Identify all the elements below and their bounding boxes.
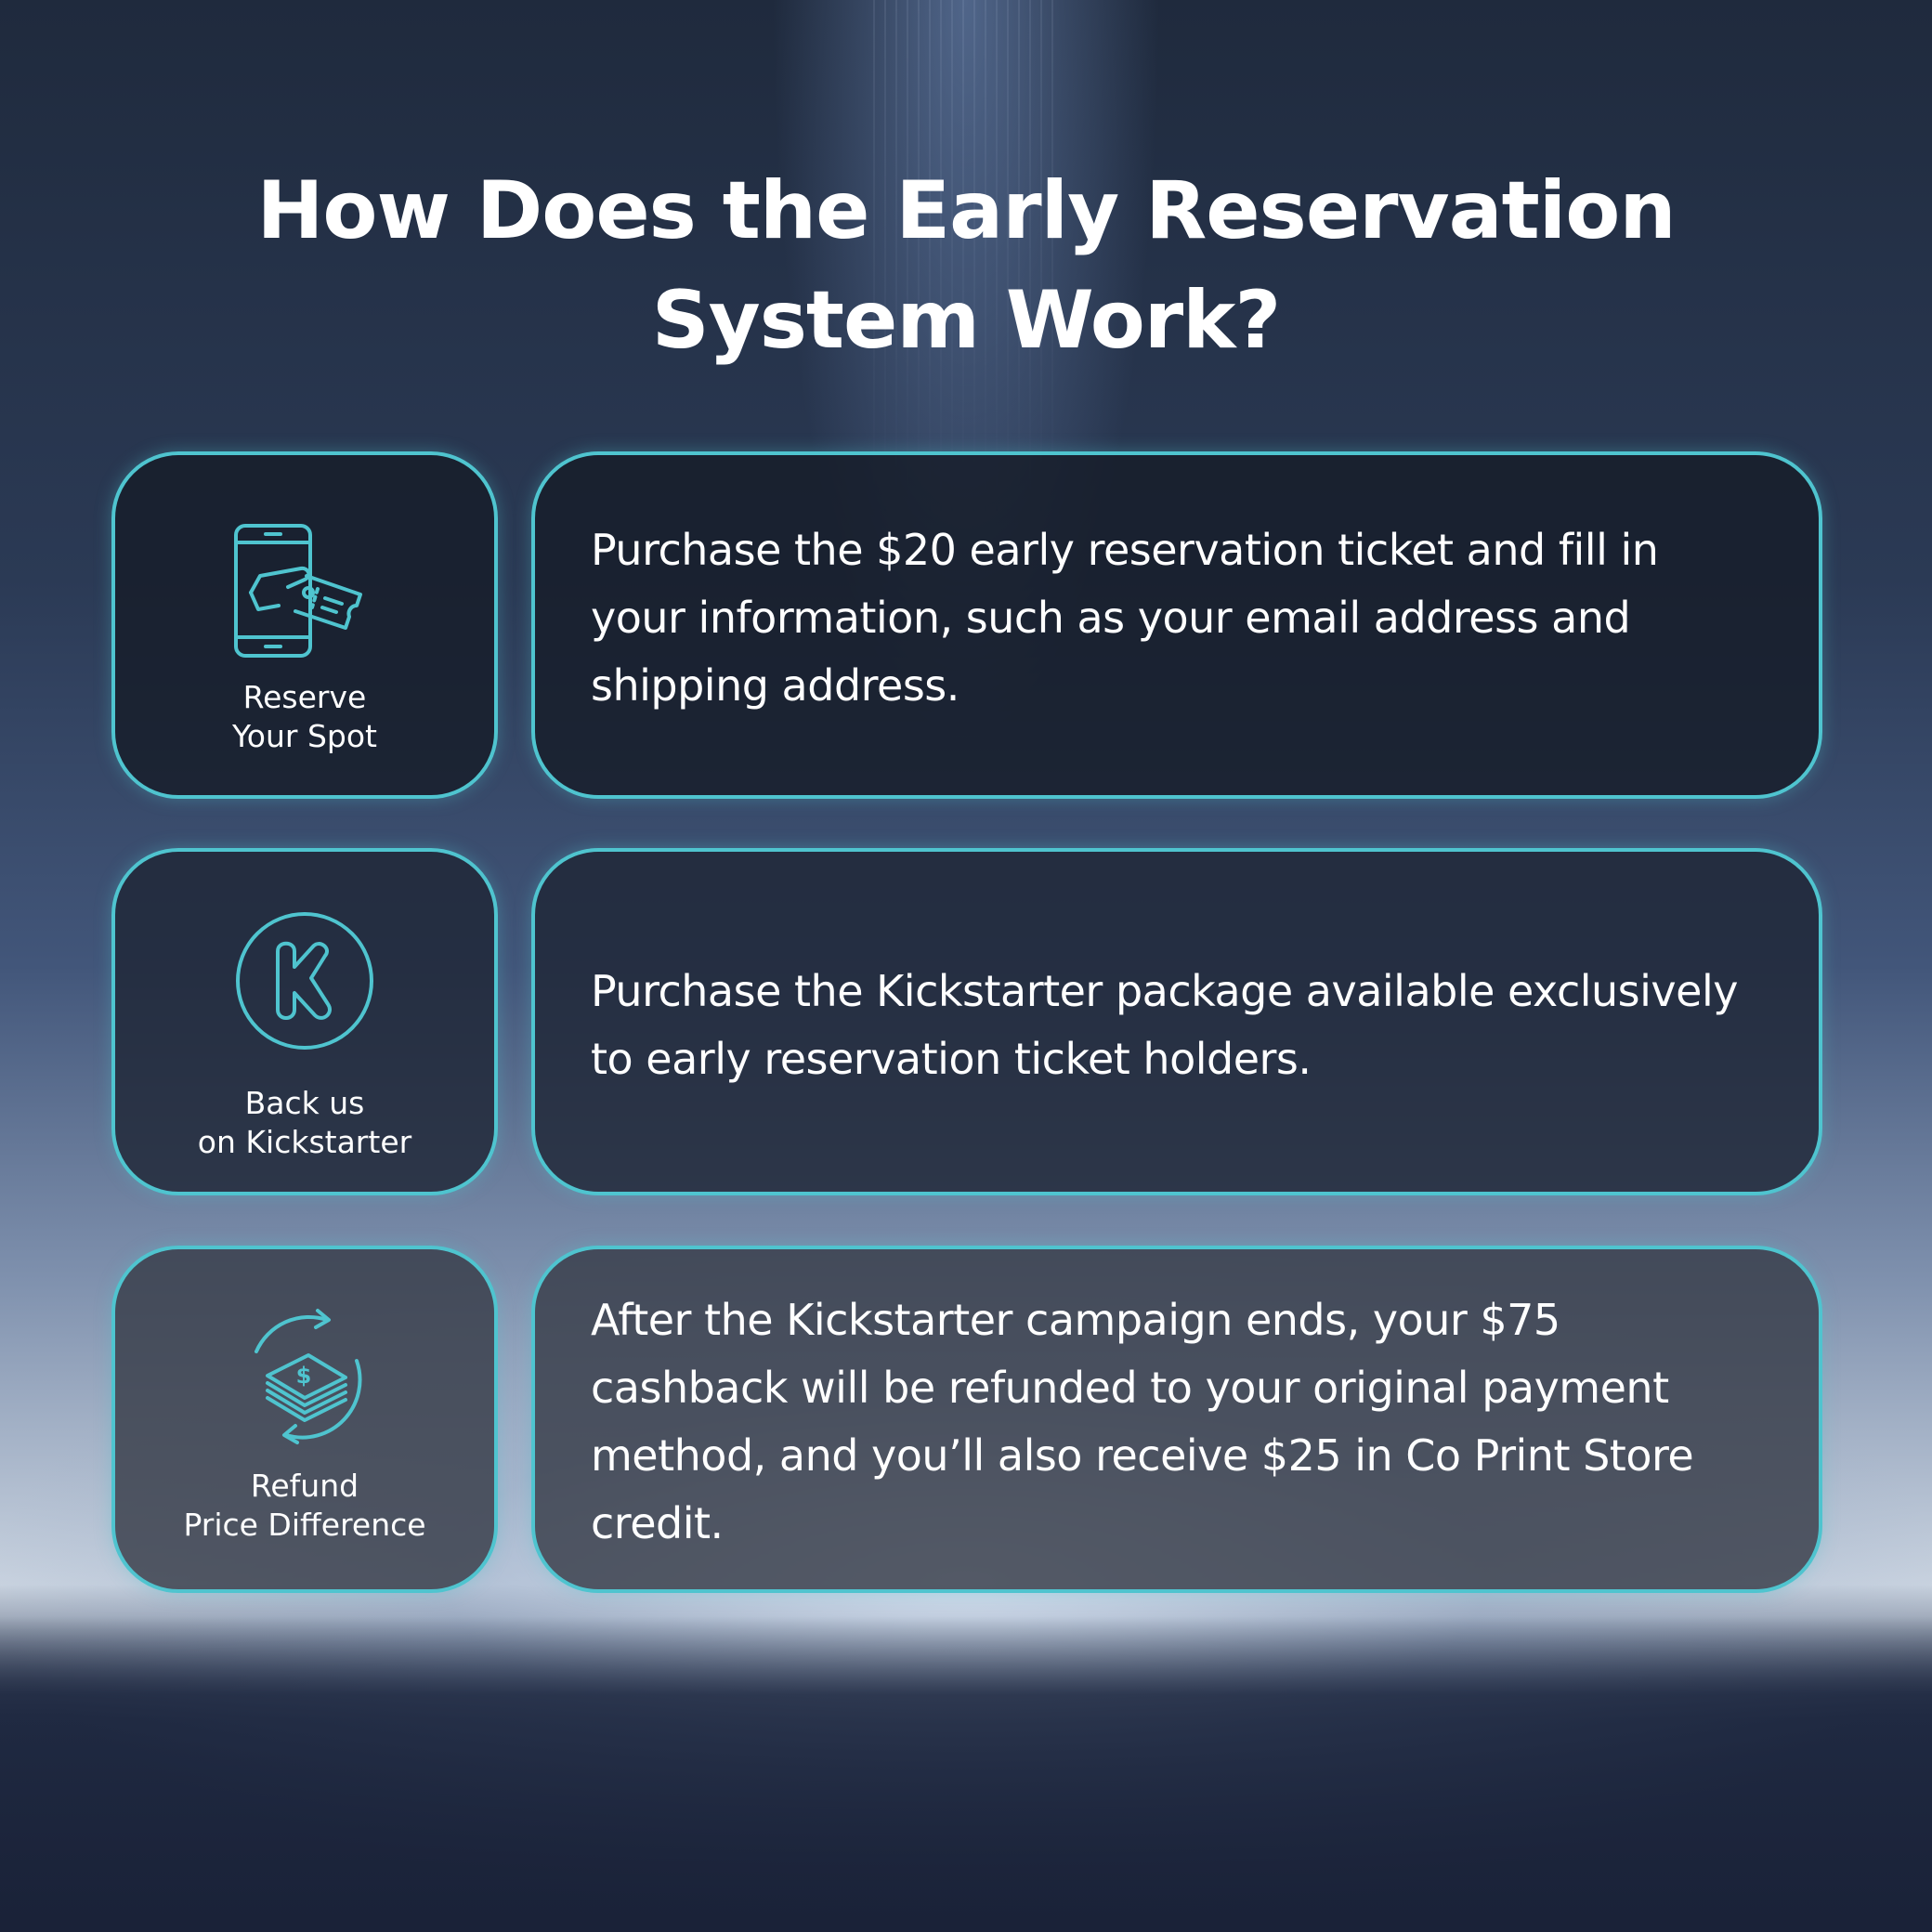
money-refund-icon: $	[255, 1309, 362, 1444]
step-1-tile: Reserve Your Spot	[111, 451, 498, 799]
step-1-description: Purchase the $20 early reservation ticke…	[591, 525, 1659, 711]
step-2-label-line-2: on Kickstarter	[197, 1124, 412, 1160]
step-3-description-card: After the Kickstarter campaign ends, you…	[531, 1246, 1822, 1593]
step-3-tile: $ Refund Price Difference	[111, 1246, 498, 1593]
step-1-label-line-2: Your Spot	[232, 718, 377, 754]
light-beams	[873, 0, 1059, 520]
step-2-description-card: Purchase the Kickstarter package availab…	[531, 848, 1822, 1195]
step-2-tile: Back us on Kickstarter	[111, 848, 498, 1195]
step-1-description-card: Purchase the $20 early reservation ticke…	[531, 451, 1822, 799]
page-title-line-2: System Work?	[651, 274, 1282, 367]
step-2-description: Purchase the Kickstarter package availab…	[591, 966, 1738, 1084]
step-2-label-line-1: Back us	[244, 1085, 365, 1121]
step-1-label: Reserve Your Spot	[115, 678, 494, 756]
step-3-label: Refund Price Difference	[115, 1467, 494, 1545]
svg-text:$: $	[296, 1363, 312, 1389]
step-1-label-line-1: Reserve	[242, 679, 367, 715]
page-title: How Does the Early Reservation System Wo…	[186, 156, 1746, 375]
page-title-line-1: How Does the Early Reservation	[256, 164, 1676, 257]
kickstarter-icon	[236, 912, 373, 1050]
step-2-label: Back us on Kickstarter	[115, 1084, 494, 1162]
step-3-label-line-1: Refund	[250, 1468, 359, 1504]
step-3-description: After the Kickstarter campaign ends, you…	[591, 1295, 1694, 1548]
horizon-shade	[0, 1616, 1932, 1932]
step-3-label-line-2: Price Difference	[183, 1507, 426, 1543]
phone-ticket-icon	[234, 524, 362, 658]
